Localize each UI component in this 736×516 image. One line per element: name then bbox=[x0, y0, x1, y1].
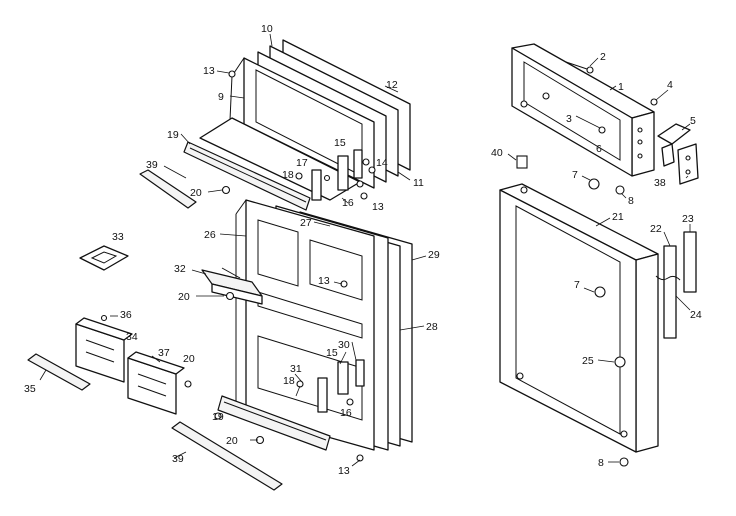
label-part-20b: 20 bbox=[178, 291, 190, 303]
label-part-5: 5 bbox=[690, 115, 696, 127]
label-part-9: 9 bbox=[218, 91, 224, 103]
label-part-16b: 16 bbox=[340, 407, 352, 419]
hinge-bracket-38 bbox=[677, 143, 699, 185]
label-part-10: 10 bbox=[261, 23, 273, 35]
part-labels: 10 13 12 9 19 15 17 14 39 18 11 20 16 13… bbox=[24, 23, 702, 477]
freezer-door-leaders bbox=[163, 33, 411, 204]
label-part-33: 33 bbox=[112, 231, 124, 243]
label-part-29: 29 bbox=[428, 249, 440, 261]
clip-33 bbox=[79, 245, 129, 271]
freezer-shelf-bracket-16 bbox=[311, 169, 322, 201]
door-handle-22 bbox=[663, 245, 677, 339]
label-part-14: 14 bbox=[376, 157, 388, 169]
label-part-15a: 15 bbox=[334, 137, 346, 149]
label-part-22: 22 bbox=[650, 223, 662, 235]
label-part-20c: 20 bbox=[183, 353, 195, 365]
fresh-food-shelf-bar-19 bbox=[217, 395, 331, 451]
label-part-35: 35 bbox=[24, 383, 36, 395]
freezer-door-frame-assembly bbox=[511, 43, 699, 195]
hinge-5 bbox=[657, 123, 691, 145]
shelf-trim-35 bbox=[27, 353, 91, 391]
label-part-20d: 20 bbox=[226, 435, 238, 447]
fresh-food-door-frame-assembly bbox=[499, 183, 697, 467]
plug-7 bbox=[588, 178, 600, 190]
label-part-37: 37 bbox=[158, 347, 170, 359]
freezer-door-assembly bbox=[183, 39, 411, 211]
label-part-19b: 19 bbox=[212, 411, 224, 423]
label-part-31: 31 bbox=[290, 363, 302, 375]
label-part-3: 3 bbox=[566, 113, 572, 125]
label-part-34: 34 bbox=[126, 331, 138, 343]
label-part-8b: 8 bbox=[598, 457, 604, 469]
door-trim-39-top bbox=[139, 169, 197, 209]
label-part-18b: 18 bbox=[283, 375, 295, 387]
label-part-21: 21 bbox=[612, 211, 624, 223]
label-part-12: 12 bbox=[386, 79, 398, 91]
label-part-28: 28 bbox=[426, 321, 438, 333]
label-part-39a: 39 bbox=[146, 159, 158, 171]
screw-13b bbox=[360, 192, 368, 200]
label-part-40: 40 bbox=[491, 147, 503, 159]
fresh-food-door-leaders bbox=[191, 221, 427, 467]
handle-spring-24 bbox=[655, 275, 681, 281]
plug-25 bbox=[614, 356, 626, 368]
fresh-food-door-frame-leaders bbox=[583, 217, 691, 463]
label-part-18a: 18 bbox=[282, 169, 294, 181]
label-part-36: 36 bbox=[120, 309, 132, 321]
label-part-27: 27 bbox=[300, 217, 312, 229]
cap-8 bbox=[615, 185, 625, 195]
label-part-16a: 16 bbox=[342, 197, 354, 209]
screw-4 bbox=[650, 98, 658, 106]
label-part-38: 38 bbox=[654, 177, 666, 189]
label-part-7b: 7 bbox=[574, 279, 580, 291]
label-part-7a: 7 bbox=[572, 169, 578, 181]
cap-8b bbox=[619, 457, 629, 467]
part-2 bbox=[565, 61, 591, 71]
label-part-13a: 13 bbox=[203, 65, 215, 77]
loose-parts-left bbox=[27, 169, 283, 491]
freezer-door-shelf-bar-19 bbox=[183, 141, 311, 211]
label-part-23: 23 bbox=[682, 213, 694, 225]
label-part-8a: 8 bbox=[628, 195, 634, 207]
label-part-4: 4 bbox=[667, 79, 673, 91]
plug-7b bbox=[594, 286, 606, 298]
loose-parts-left-leaders bbox=[39, 315, 187, 459]
label-part-17: 17 bbox=[296, 157, 308, 169]
label-part-13c: 13 bbox=[318, 275, 330, 287]
freezer-door-frame-side bbox=[631, 111, 655, 177]
door-handle-23 bbox=[683, 231, 697, 293]
freezer-shelf-bracket-15 bbox=[337, 155, 349, 191]
label-part-20a: 20 bbox=[190, 187, 202, 199]
label-part-6: 6 bbox=[596, 143, 602, 155]
label-part-32: 32 bbox=[174, 263, 186, 275]
label-part-15b: 15 bbox=[326, 347, 338, 359]
fresh-food-door-assembly bbox=[201, 199, 413, 462]
door-trim-39-bottom bbox=[171, 421, 283, 491]
label-part-11: 11 bbox=[413, 177, 424, 189]
label-part-13b: 13 bbox=[372, 201, 384, 213]
label-part-1: 1 bbox=[618, 81, 624, 93]
freezer-door-frame-leaders bbox=[507, 57, 691, 199]
label-part-26: 26 bbox=[204, 229, 216, 241]
label-part-39b: 39 bbox=[172, 453, 184, 465]
cap-40 bbox=[516, 155, 528, 169]
label-part-25: 25 bbox=[582, 355, 594, 367]
label-part-30: 30 bbox=[338, 339, 350, 351]
label-part-19a: 19 bbox=[167, 129, 179, 141]
label-part-24: 24 bbox=[690, 309, 702, 321]
label-part-2: 2 bbox=[600, 51, 606, 63]
label-part-13d: 13 bbox=[338, 465, 350, 477]
screw-13a bbox=[228, 70, 236, 78]
